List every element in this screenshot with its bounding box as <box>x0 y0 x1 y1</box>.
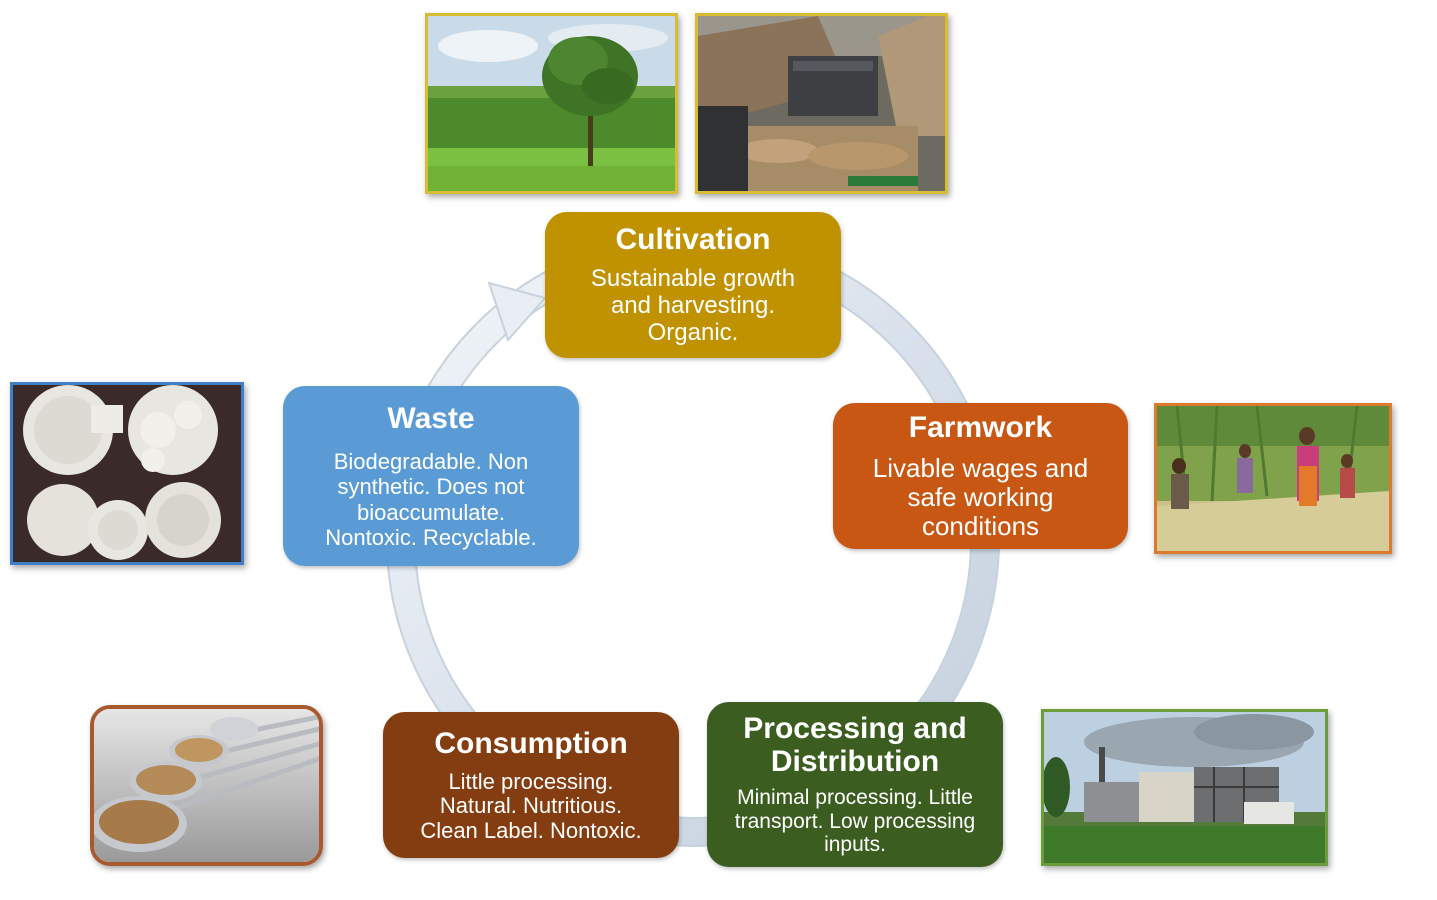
stage-consumption: Consumption Little processing. Natural. … <box>383 712 679 858</box>
stage-title: Consumption <box>434 726 628 760</box>
photo-sugar-spoons <box>90 705 323 866</box>
stage-title: Waste <box>387 401 475 435</box>
stage-description: Little processing. Natural. Nutritious. … <box>420 768 642 843</box>
photo-biodegradable-plates <box>10 382 244 565</box>
stage-cultivation: Cultivation Sustainable growth and harve… <box>545 212 841 358</box>
stage-title: Cultivation <box>615 223 771 257</box>
photo-field-workers <box>1154 403 1392 554</box>
stage-title: Farmwork <box>908 410 1053 444</box>
stage-waste: Waste Biodegradable. Non synthetic. Does… <box>283 386 579 566</box>
photo-tree-in-cane-field <box>425 13 678 194</box>
stage-description: Livable wages and safe working condition… <box>872 452 1089 542</box>
stage-title: Processing and Distribution <box>743 712 967 779</box>
photo-sugar-factory <box>1041 709 1328 866</box>
stage-farmwork: Farmwork Livable wages and safe working … <box>833 403 1128 549</box>
cycle-arrow-head <box>487 281 547 342</box>
stage-description: Minimal processing. Little transport. Lo… <box>734 786 976 857</box>
photo-harvest-machinery <box>695 13 948 194</box>
stage-description: Sustainable growth and harvesting. Organ… <box>590 265 796 346</box>
stage-processing-distribution: Processing and Distribution Minimal proc… <box>707 702 1003 867</box>
stage-description: Biodegradable. Non synthetic. Does not b… <box>325 448 537 550</box>
